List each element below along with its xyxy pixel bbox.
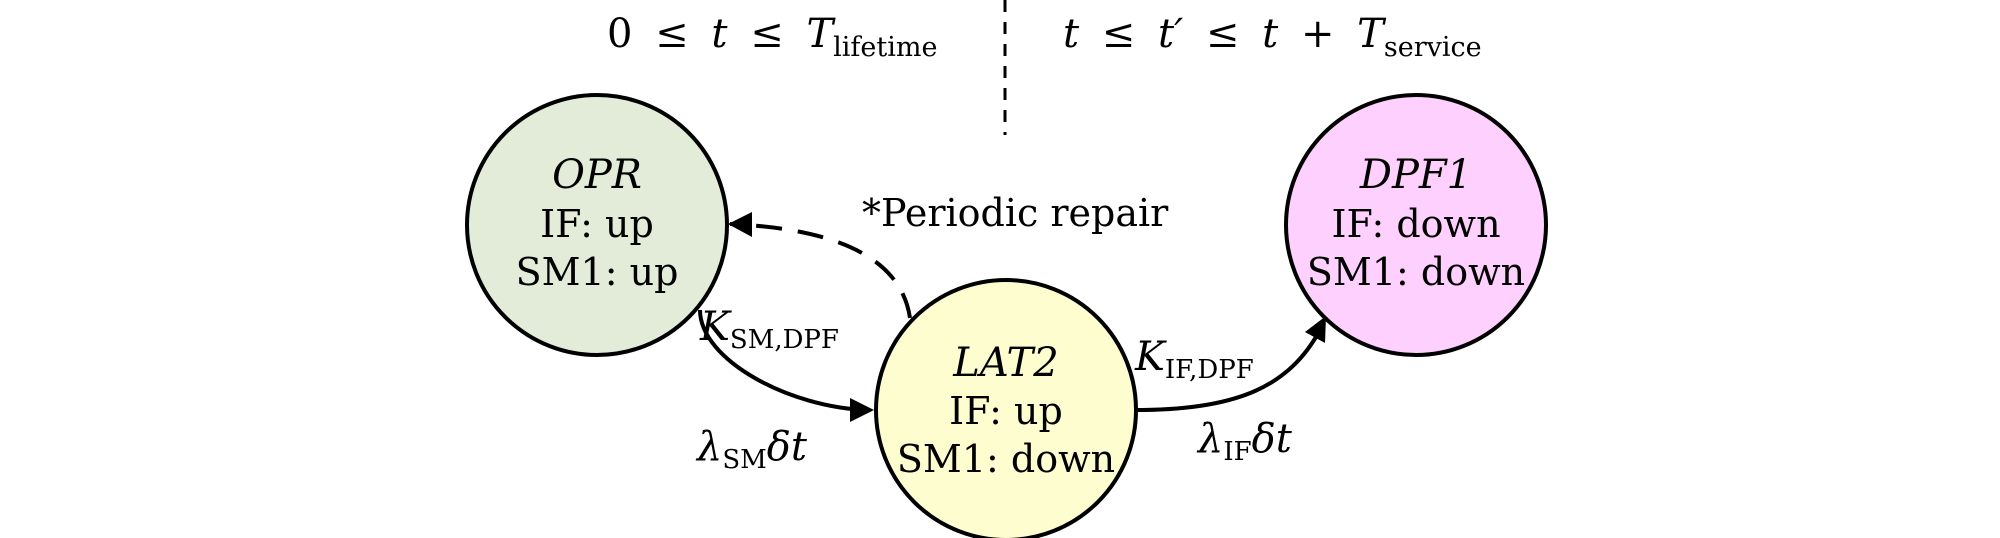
opr-to-lat2-k-label: KSM,DPF (699, 304, 839, 355)
state-circle-dpf1 (1284, 93, 1548, 357)
state-sm-dpf1: SM1: down (1307, 250, 1525, 294)
right-interval-label: t ≤ t′ ≤ t + Tservice (1063, 11, 1482, 63)
state-name-dpf1: DPF1 (1359, 152, 1472, 198)
state-circle-opr (465, 93, 729, 357)
opr-to-lat2-rate-label: λSMδt (695, 424, 808, 475)
lat2-to-dpf1-arrowhead (1305, 316, 1326, 343)
state-node-opr: OPR IF: up SM1: up (465, 93, 729, 357)
state-if-lat2: IF: up (949, 389, 1063, 433)
periodic-repair-arrowhead (728, 212, 752, 237)
opr-to-lat2-arrowhead (850, 398, 874, 422)
state-node-dpf1: DPF1 IF: down SM1: down (1284, 93, 1548, 357)
state-name-opr: OPR (552, 152, 642, 198)
state-if-dpf1: IF: down (1331, 202, 1500, 246)
state-name-lat2: LAT2 (952, 340, 1058, 386)
state-sm-lat2: SM1: down (897, 437, 1115, 481)
left-interval-label: 0 ≤ t ≤ Tlifetime (607, 11, 937, 63)
state-if-opr: IF: up (540, 202, 654, 246)
state-circle-lat2 (874, 278, 1138, 538)
lat2-to-dpf1-k-label: KIF,DPF (1134, 334, 1254, 385)
periodic-repair-label: *Periodic repair (862, 191, 1169, 235)
state-node-lat2: LAT2 IF: up SM1: down (874, 278, 1138, 538)
periodic-repair-edge (729, 222, 912, 319)
lat2-to-dpf1-rate-label: λIFδt (1196, 416, 1293, 467)
opr-to-lat2-edge (698, 309, 869, 412)
lat2-to-dpf1-edge (1136, 329, 1322, 412)
state-sm-opr: SM1: up (516, 250, 679, 294)
